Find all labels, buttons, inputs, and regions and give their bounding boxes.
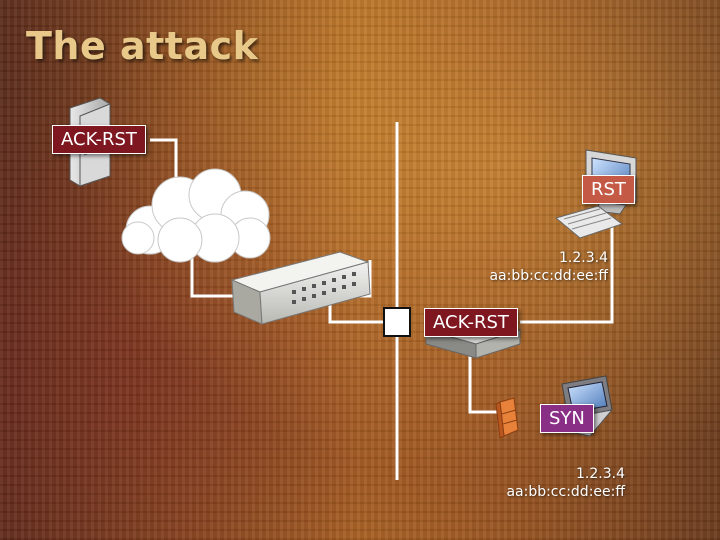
cloud-icon xyxy=(121,168,271,263)
laptop-address: 1.2.3.4 aa:bb:cc:dd:ee:ff xyxy=(480,465,625,501)
connector-box xyxy=(383,307,411,337)
workstation-mac: aa:bb:cc:dd:ee:ff xyxy=(489,268,608,284)
line-router-laptop xyxy=(468,352,500,414)
slide-title: The attack xyxy=(26,24,259,68)
workstation-address: 1.2.3.4 aa:bb:cc:dd:ee:ff xyxy=(470,249,608,285)
workstation-packet-label: RST xyxy=(582,175,635,204)
line-server-cloud xyxy=(150,138,178,185)
router-packet-label: ACK-RST xyxy=(424,308,518,337)
firewall-icon xyxy=(495,397,519,439)
laptop-ip: 1.2.3.4 xyxy=(576,466,625,482)
laptop-packet-label: SYN xyxy=(540,404,594,433)
switch-icon xyxy=(230,251,371,325)
workstation-ip: 1.2.3.4 xyxy=(559,250,608,266)
server-packet-label: ACK-RST xyxy=(52,125,146,154)
line-router-workstation xyxy=(520,225,614,324)
line-cloud-switch xyxy=(190,250,234,298)
laptop-mac: aa:bb:cc:dd:ee:ff xyxy=(506,484,625,500)
